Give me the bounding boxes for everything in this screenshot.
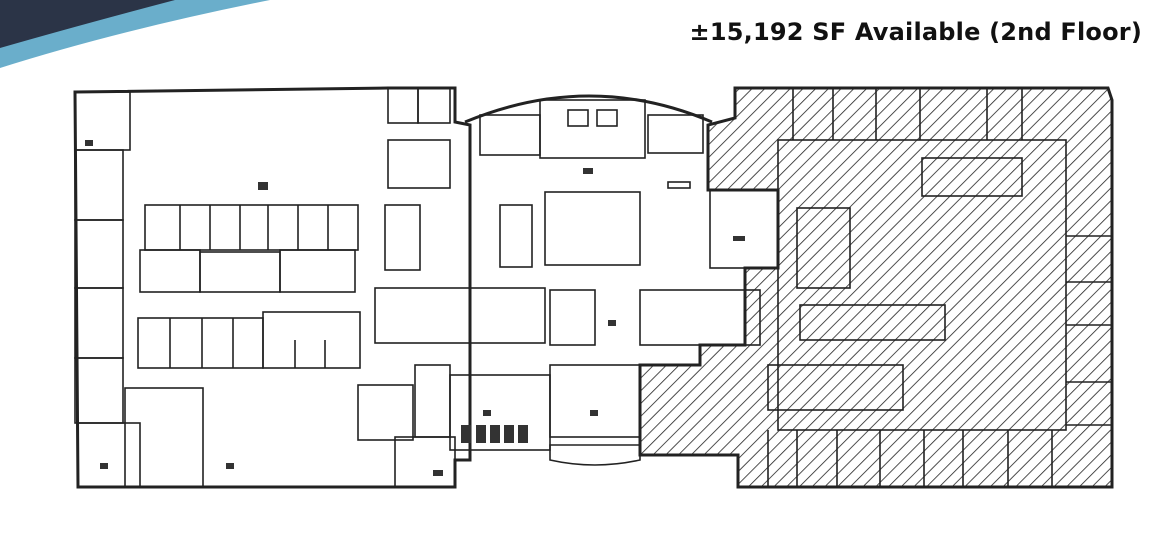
page-title: ±15,192 SF Available (2nd Floor) <box>689 18 1142 46</box>
available-space-hatched <box>638 86 1114 489</box>
furniture-marks <box>85 140 745 476</box>
office-row-bottom <box>137 311 361 369</box>
header-banner-decoration <box>0 0 270 68</box>
office-row-top <box>144 204 359 251</box>
occupied-left-wing <box>73 86 472 489</box>
center-core <box>85 94 779 476</box>
